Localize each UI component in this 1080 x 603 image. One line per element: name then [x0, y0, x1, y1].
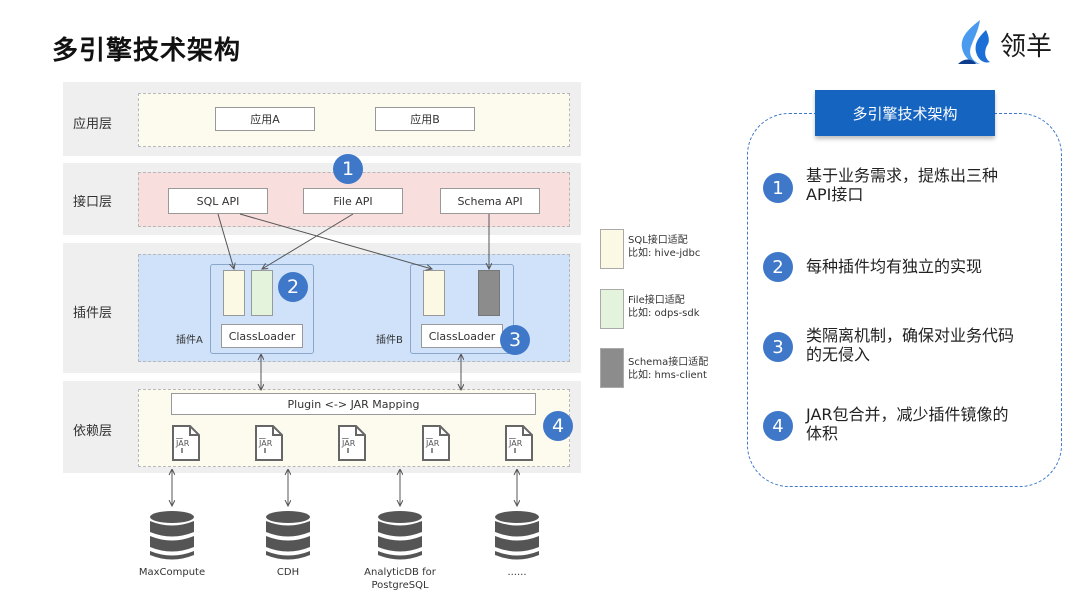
marker-1: 1	[333, 154, 363, 184]
jar-file-icon: JAR	[336, 423, 368, 467]
legend-swatch-file	[600, 289, 624, 329]
legend-swatch-schema	[600, 348, 624, 388]
sql-to-plugin-a-arrow	[217, 213, 234, 269]
app-b-box: 应用B	[375, 107, 475, 131]
summary-marker-3: 3	[763, 332, 793, 362]
dependency-layer-label: 依赖层	[73, 424, 113, 439]
marker-4: 4	[543, 411, 573, 441]
logo-text: 领羊	[1000, 32, 1053, 62]
sql-adapter-block	[223, 270, 245, 316]
legend-schema: Schema接口适配比如: hms-client	[628, 357, 709, 381]
marker-3: 3	[500, 325, 530, 355]
summary-panel-title: 多引擎技术架构	[815, 90, 995, 136]
file-adapter-block	[251, 270, 273, 316]
classloader-a-box: ClassLoader	[221, 324, 303, 348]
brand-logo: 领羊	[950, 18, 1060, 68]
summary-item-4: JAR包合并，减少插件镜像的体积	[806, 405, 1009, 443]
app-layer-label: 应用层	[73, 117, 113, 132]
database-icon	[148, 510, 196, 566]
jar-label: JAR	[341, 439, 357, 448]
database-icon	[493, 510, 541, 566]
sql-to-plugin-b-arrow	[239, 213, 432, 269]
summary-item-3: 类隔离机制，确保对业务代码的无侵入	[806, 326, 1015, 364]
file-to-plugin-a-arrow	[262, 213, 354, 269]
database-label: CDH	[276, 567, 300, 578]
classloader-b-box: ClassLoader	[421, 324, 503, 348]
legend-swatch-sql	[600, 229, 624, 269]
database-icon	[376, 510, 424, 566]
jar-label: JAR	[258, 439, 274, 448]
interface-layer-label: 接口层	[73, 195, 113, 210]
jar-file-icon: JAR	[253, 423, 285, 467]
flame-logo-icon	[958, 20, 990, 64]
database-label: MaxCompute	[138, 567, 206, 578]
schema-api-box: Schema API	[440, 188, 540, 214]
sql-api-box: SQL API	[168, 188, 268, 214]
plugin-layer-label: 插件层	[73, 306, 113, 321]
app-a-box: 应用A	[215, 107, 315, 131]
legend-sql: SQL接口适配比如: hive-jdbc	[628, 235, 701, 259]
sql-adapter-block	[423, 270, 445, 316]
plugin-b-label: 插件B	[376, 335, 403, 346]
summary-marker-1: 1	[763, 173, 793, 203]
summary-marker-2: 2	[763, 252, 793, 282]
jar-file-icon: JAR	[503, 423, 535, 467]
database-label: ......	[507, 567, 527, 578]
plugin-a-label: 插件A	[176, 335, 203, 346]
jar-label: JAR	[425, 439, 441, 448]
marker-2: 2	[278, 272, 308, 302]
app-layer-inner	[138, 93, 570, 147]
page-title: 多引擎技术架构	[52, 36, 242, 66]
plugin-b-container	[410, 264, 514, 354]
jar-label: JAR	[175, 439, 191, 448]
schema-adapter-block	[478, 270, 500, 316]
summary-item-2: 每种插件均有独立的实现	[806, 257, 983, 276]
database-icon	[264, 510, 312, 566]
jar-file-icon: JAR	[420, 423, 452, 467]
summary-marker-4: 4	[763, 411, 793, 441]
jar-file-icon: JAR	[170, 423, 202, 467]
jar-label: JAR	[508, 439, 524, 448]
legend-file: File接口适配比如: odps-sdk	[628, 295, 700, 319]
file-api-box: File API	[303, 188, 403, 214]
jar-mapping-box: Plugin <-> JAR Mapping	[171, 393, 536, 415]
